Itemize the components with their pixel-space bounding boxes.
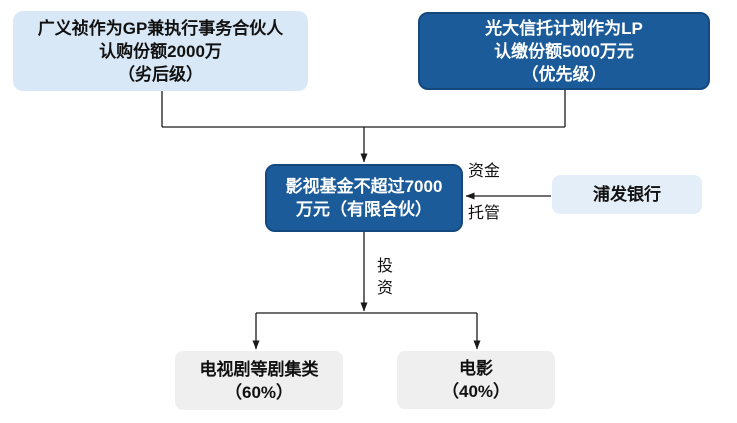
- node-lp-trust: 光大信托计划作为LP 认缴份额5000万元 （优先级）: [418, 12, 710, 90]
- node-fund-line-1: 影视基金不超过7000: [285, 177, 443, 196]
- node-lp-line-1: 光大信托计划作为LP: [485, 18, 643, 38]
- node-film-fund: 影视基金不超过7000 万元（有限合伙）: [265, 164, 463, 232]
- node-tv-line-2: （60%）: [224, 382, 294, 402]
- edge-label-custody: 托管: [468, 205, 501, 222]
- node-movie: 电影 （40%）: [397, 351, 555, 409]
- node-movie-line-2: （40%）: [441, 382, 511, 401]
- node-gp-line-3: （劣后级）: [118, 64, 203, 84]
- node-tv-line-1: 电视剧等剧集类: [199, 359, 319, 379]
- edge-label-funds: 资金: [468, 163, 501, 180]
- node-custodian-bank: 浦发银行: [552, 175, 702, 214]
- node-lp-line-2: 认缴份额5000万元: [494, 41, 634, 61]
- node-bank-label: 浦发银行: [593, 185, 661, 204]
- node-gp-line-2: 认购份额2000万: [99, 41, 222, 61]
- node-gp-line-1: 广义祯作为GP兼执行事务合伙人: [37, 18, 284, 38]
- edge-label-invest: 投资: [374, 257, 391, 301]
- node-lp-line-3: （优先级）: [521, 64, 607, 84]
- node-movie-line-1: 电影: [459, 359, 493, 378]
- node-fund-line-2: 万元（有限合伙）: [296, 200, 432, 219]
- node-gp-partner: 广义祯作为GP兼执行事务合伙人 认购份额2000万 （劣后级）: [13, 11, 308, 91]
- node-tv-series: 电视剧等剧集类 （60%）: [175, 351, 343, 410]
